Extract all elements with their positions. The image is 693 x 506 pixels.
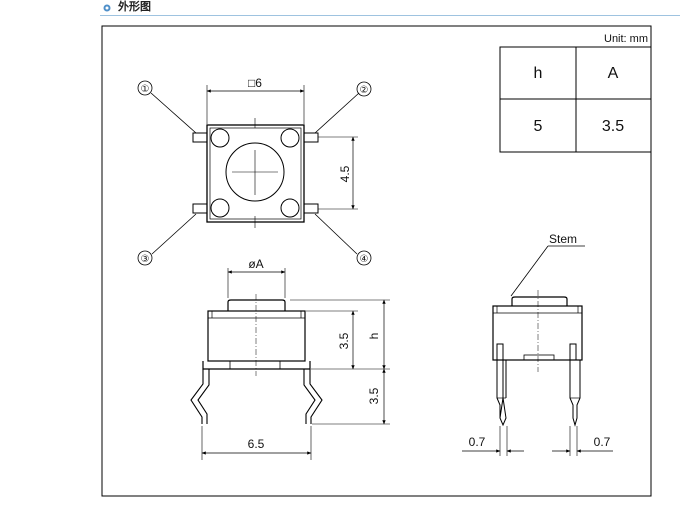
lead-length-dim-label: 3.5 (367, 387, 381, 404)
section-title: 外形图 (118, 1, 151, 13)
top-view (137, 80, 372, 266)
spec-header-h: h (534, 65, 543, 82)
pitch-dim-label: 4.5 (338, 165, 352, 182)
spec-value-h: 5 (534, 118, 543, 135)
pin-number-4: ④ (360, 254, 369, 265)
body-width-dim-label: 6.5 (248, 437, 265, 451)
header-divider (100, 15, 680, 16)
stem-height-dim-label: 3.5 (337, 332, 351, 349)
spec-value-a: 3.5 (602, 118, 624, 135)
section-header: 外形图 (0, 0, 693, 16)
spec-header-a: A (608, 65, 619, 82)
stem-label: Stem (549, 232, 577, 246)
side-view (462, 245, 613, 456)
pin-width-right-label: 0.7 (594, 435, 611, 449)
front-view (190, 268, 390, 460)
pin-number-1: ① (141, 84, 150, 95)
pin-width-left-label: 0.7 (469, 435, 486, 449)
total-height-dim-label: h (367, 333, 381, 340)
unit-label: Unit: mm (604, 33, 648, 45)
diameter-dim-label: øA (248, 257, 263, 271)
pin-number-3: ③ (141, 254, 150, 265)
top-width-dim-label: □6 (248, 76, 262, 90)
drawing-frame (101, 25, 652, 497)
bullet-icon (103, 4, 111, 12)
pin-number-2: ② (360, 85, 369, 96)
spec-table (499, 46, 652, 153)
